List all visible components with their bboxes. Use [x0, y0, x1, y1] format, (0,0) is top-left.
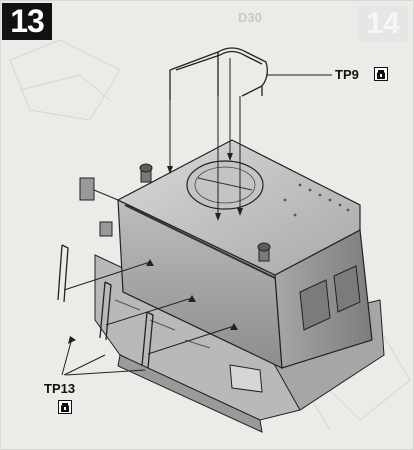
tp13-handrails [57, 244, 154, 369]
roof-knob-left [139, 163, 153, 183]
ghost-part-code: D30 [238, 10, 262, 25]
tp9-rail-frame [169, 47, 268, 100]
side-mirror-left [79, 177, 119, 237]
tp13-label: TP13 [44, 381, 76, 396]
tp9-label: TP9 [335, 67, 359, 82]
glue-bottle-icon [58, 400, 72, 414]
glue-bottle-icon [374, 67, 388, 81]
roof-hatch [186, 160, 264, 210]
step-number-badge: 13 [2, 3, 52, 40]
next-step-number-ghost: 14 [358, 6, 408, 42]
window-1 [299, 279, 331, 331]
roof-knob-right [257, 242, 271, 262]
window-2 [333, 265, 361, 313]
